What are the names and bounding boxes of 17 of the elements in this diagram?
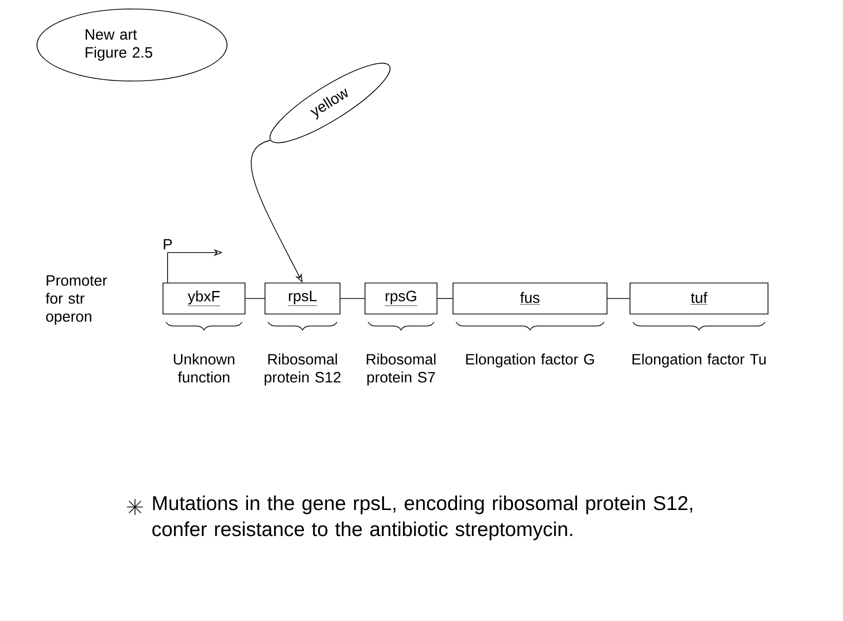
promoter-label: P: [164, 239, 172, 250]
connector-line: [245, 298, 265, 299]
gene-box: tuf: [630, 282, 768, 314]
gene-box: fus: [452, 282, 608, 314]
gene-caption: Elongation factor Tu: [632, 354, 766, 368]
gene-box: rpsL: [264, 282, 340, 314]
gene-box: ybxF: [162, 282, 246, 314]
gene-caption: Unknown function: [174, 354, 234, 383]
gene-caption: Ribosomal protein S12: [264, 354, 341, 386]
gene-caption: Ribosomal protein S7: [366, 354, 436, 386]
gene-caption: Elongation factor G: [466, 354, 594, 368]
connector-line: [437, 298, 453, 299]
connector-line: [340, 298, 365, 299]
gene-box: rpsG: [364, 282, 438, 314]
connector-line: [607, 298, 630, 299]
side-label: Promoter for str operon: [46, 275, 107, 325]
footnote-text: Mutations in the gene rpsL, encoding ribosomal protein S12, confer resistance to the antibiotic streptomycin.: [152, 496, 692, 540]
